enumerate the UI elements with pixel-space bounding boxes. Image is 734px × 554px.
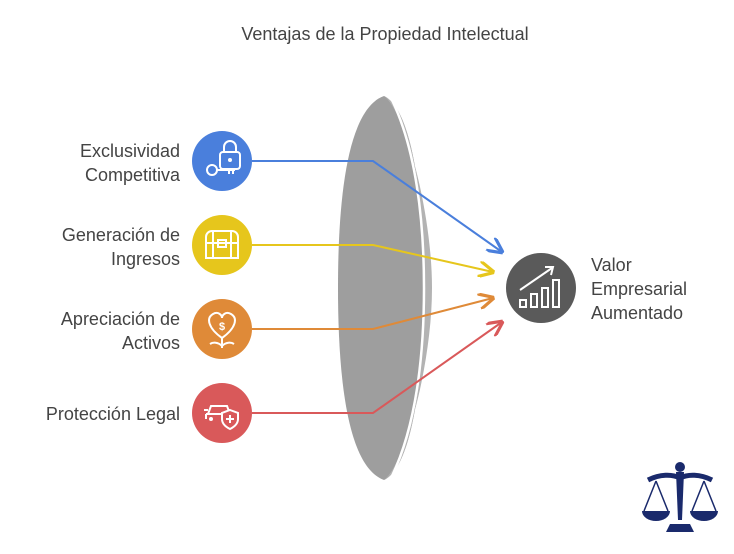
lens-shape — [338, 96, 432, 480]
connector-apreciacion — [252, 298, 493, 330]
car-shield-icon — [192, 383, 252, 443]
money-plant-icon: $ — [192, 299, 252, 359]
label-generacion: Generación de Ingresos — [61, 225, 180, 269]
diagram-title: Ventajas de la Propiedad Intelectual — [241, 24, 529, 44]
connector-proteccion — [252, 322, 502, 414]
label-proteccion: Protección Legal — [45, 404, 180, 424]
label-apreciacion: Apreciación de Activos — [60, 309, 180, 353]
treasure-chest-icon — [192, 215, 252, 275]
label-exclusividad: Exclusividad Competitiva — [79, 141, 180, 185]
label-valor-empresarial: Valor Empresarial Aumentado — [591, 255, 688, 323]
scales-of-justice-icon — [642, 462, 718, 532]
connector-exclusividad — [252, 160, 502, 252]
lock-key-icon — [192, 131, 252, 191]
connector-generacion — [252, 244, 493, 272]
growth-chart-icon — [506, 253, 576, 323]
svg-text:$: $ — [219, 321, 225, 333]
